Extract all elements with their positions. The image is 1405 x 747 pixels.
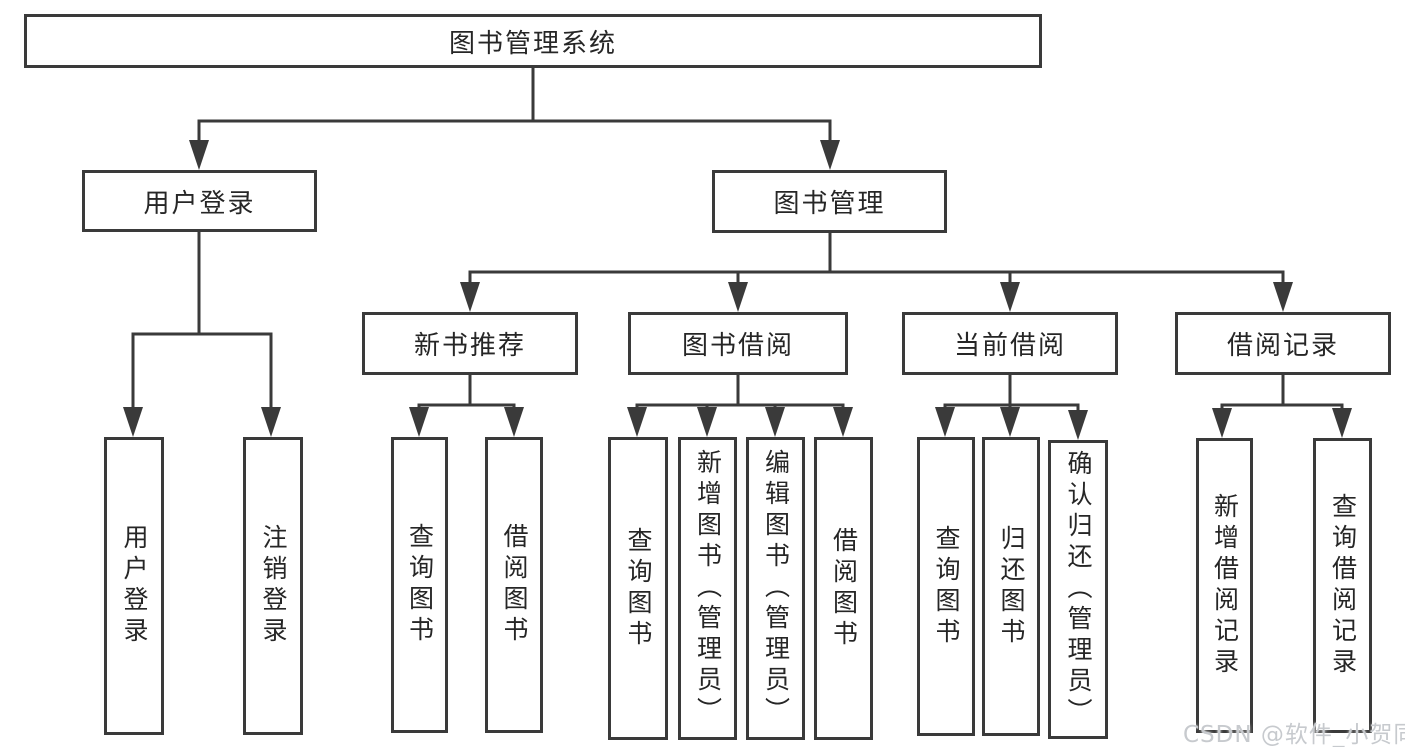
leaf-current-return-books: 归还图书 [982, 437, 1040, 736]
leaf-borrow-add-books-admin: 新增图书（管理员） [678, 437, 737, 740]
leaf-borrow-edit-books-admin: 编辑图书（管理员） [746, 437, 805, 740]
connector-lines [131, 68, 1344, 414]
leaf-user-login: 用户登录 [104, 437, 164, 735]
csdn-watermark: CSDN @软件_小贺同学 [1183, 722, 1405, 747]
arrowheads [123, 140, 1352, 440]
node-new-book-recommend: 新书推荐 [362, 312, 578, 375]
leaf-current-confirm-return-admin: 确认归还（管理员） [1048, 440, 1108, 739]
node-book-management: 图书管理 [712, 170, 947, 233]
node-borrow-records: 借阅记录 [1175, 312, 1391, 375]
leaf-newbooks-borrow-books: 借阅图书 [485, 437, 543, 733]
node-book-borrow: 图书借阅 [628, 312, 848, 375]
leaf-records-add-record: 新增借阅记录 [1196, 438, 1253, 733]
leaf-logout: 注销登录 [243, 437, 303, 735]
leaf-current-query-books: 查询图书 [917, 437, 975, 736]
node-library-management-system: 图书管理系统 [24, 14, 1042, 68]
leaf-newbooks-query-books: 查询图书 [391, 437, 448, 733]
leaf-records-query-record: 查询借阅记录 [1313, 438, 1372, 733]
node-user-login: 用户登录 [82, 170, 317, 232]
leaf-borrow-query-books: 查询图书 [608, 437, 668, 740]
node-current-borrow: 当前借阅 [902, 312, 1118, 375]
leaf-borrow-borrow-books: 借阅图书 [814, 437, 873, 740]
